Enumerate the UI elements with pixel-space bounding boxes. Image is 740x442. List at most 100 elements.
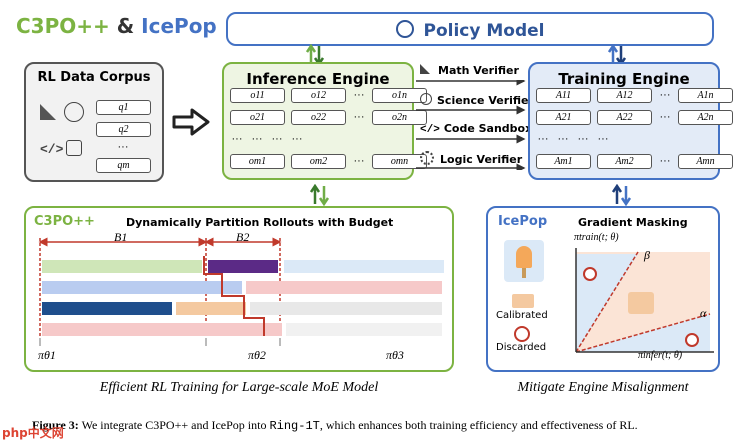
popsicle-icon	[504, 240, 544, 282]
training-row: A21 A22 ··· A2n	[536, 110, 733, 125]
inference-cell: om1	[230, 154, 285, 169]
inference-row: ··· ··· ··· ···	[230, 132, 304, 147]
atom-small-icon	[420, 93, 432, 105]
corpus-row-m: qm	[96, 158, 151, 173]
inference-cell: ···	[271, 133, 283, 145]
corpus-row-2: q2	[96, 122, 151, 137]
training-cell: ···	[659, 155, 671, 167]
verifier-math-label: Math Verifier	[438, 64, 519, 77]
math-icon	[420, 64, 430, 74]
policy-model-label: Policy Model	[228, 20, 712, 41]
verifier-code-label: Code Sandbox	[443, 122, 533, 135]
figure-title: C3PO++ & IcePop	[16, 14, 217, 38]
sync-arrows-right-icon	[607, 43, 627, 67]
title-c3po: C3PO++	[16, 14, 110, 38]
icepop-title: Gradient Masking	[578, 216, 688, 229]
corpus-row-dots: ···	[117, 141, 129, 153]
figure-caption-text2: , which enhances both training efficienc…	[319, 418, 638, 432]
corpus-title: RL Data Corpus	[37, 70, 151, 85]
axis-x-label: πinfer(t; θ)	[638, 350, 683, 361]
code-icon: </>	[40, 142, 64, 157]
inference-engine-title: Inference Engine	[246, 70, 390, 88]
c3po-caption: Efficient RL Training for Large-scale Mo…	[99, 380, 379, 395]
watermark: php中文网	[2, 426, 64, 440]
sync-arrows-right	[607, 43, 627, 67]
title-icepop: IcePop	[141, 14, 217, 38]
openai-icon	[395, 20, 414, 38]
pi-theta-2: πθ2	[248, 348, 266, 362]
discarded-icon	[514, 326, 530, 342]
gradient-mask-plot	[575, 248, 714, 353]
icepop-panel: IcePop Gradient Masking Calibrated Disca…	[486, 206, 720, 372]
c3po-title: Dynamically Partition Rollouts with Budg…	[126, 216, 394, 229]
corpus-row-2-label: q2	[118, 124, 129, 135]
training-cell: Am2	[597, 154, 652, 169]
training-cell: A21	[536, 110, 591, 125]
policy-model-text: Policy Model	[423, 21, 545, 41]
icepop-caption: Mitigate Engine Misalignment	[517, 380, 689, 395]
training-cell: ···	[577, 133, 589, 145]
training-down-arrows	[612, 184, 632, 206]
figure-caption-text1: We integrate C3PO++ and IcePop into	[81, 418, 267, 432]
training-cell: ···	[659, 89, 671, 101]
budget-1-label: B1	[114, 230, 128, 244]
training-row: Am1 Am2 ··· Amn	[536, 154, 733, 169]
verifier-logic: Logic Verifier	[420, 151, 522, 166]
axis-y-label: πtrain(t; θ)	[574, 232, 619, 243]
legend-calibrated: Calibrated	[496, 310, 548, 321]
inference-cell: ···	[251, 133, 263, 145]
corpus-row-1: q1	[96, 100, 151, 115]
verifier-science-label: Science Verifier	[437, 94, 534, 107]
inference-down-arrows	[310, 184, 330, 206]
training-cell: A2n	[678, 110, 733, 125]
legend-discarded: Discarded	[496, 342, 547, 353]
inference-cell: ···	[291, 133, 303, 145]
policy-model-box: Policy Model	[226, 12, 714, 46]
rl-data-corpus-box: RL Data Corpus </> q1 q2 ··· qm	[24, 62, 164, 182]
title-amp: &	[116, 14, 135, 38]
budget-2-label: B2	[236, 230, 250, 244]
inference-cell: om2	[291, 154, 346, 169]
training-cell: Am1	[536, 154, 591, 169]
figure-caption: Figure 3: We integrate C3PO++ and IcePop…	[32, 418, 638, 433]
inference-cell: ···	[231, 133, 243, 145]
budget-boundary	[203, 256, 265, 336]
corpus-row-1-label: q1	[118, 102, 129, 113]
inference-cell: ···	[353, 111, 365, 123]
atom-icon	[64, 102, 84, 122]
inference-cell: ···	[353, 155, 365, 167]
triangle-ruler-icon	[40, 104, 56, 120]
inference-cell: o2n	[372, 110, 427, 125]
verifier-arrows	[416, 80, 526, 170]
inference-cell: o12	[291, 88, 346, 103]
gear-icon	[420, 151, 434, 165]
calibrated-icon	[512, 294, 534, 308]
rollout-partition-diagram	[38, 237, 444, 346]
pi-theta-1: πθ1	[38, 348, 56, 362]
puzzle-icon	[66, 140, 82, 156]
training-cell: A22	[597, 110, 652, 125]
inference-cell: o21	[230, 110, 285, 125]
training-cell: A12	[597, 88, 652, 103]
c3po-panel: C3PO++ Dynamically Partition Rollouts wi…	[24, 206, 454, 372]
hollow-right-arrow	[172, 108, 210, 136]
pi-theta-3: πθ3	[386, 348, 404, 362]
training-row: ············	[536, 132, 610, 147]
verifier-logic-label: Logic Verifier	[440, 153, 523, 166]
corpus-row-m-label: qm	[117, 160, 130, 171]
inference-cell: o11	[230, 88, 285, 103]
training-cell: ···	[659, 111, 671, 123]
alpha-label: α	[700, 306, 707, 320]
verifier-code: </>Code Sandbox	[420, 122, 532, 136]
figure-caption-prefix: Figure 3:	[32, 418, 79, 432]
training-cell: Amn	[678, 154, 733, 169]
code-small-icon: </>	[420, 124, 440, 136]
training-cell: A1n	[678, 88, 733, 103]
verifier-science: Science Verifier	[420, 93, 534, 107]
training-cell: ···	[537, 133, 549, 145]
icepop-tag: IcePop	[498, 214, 548, 229]
